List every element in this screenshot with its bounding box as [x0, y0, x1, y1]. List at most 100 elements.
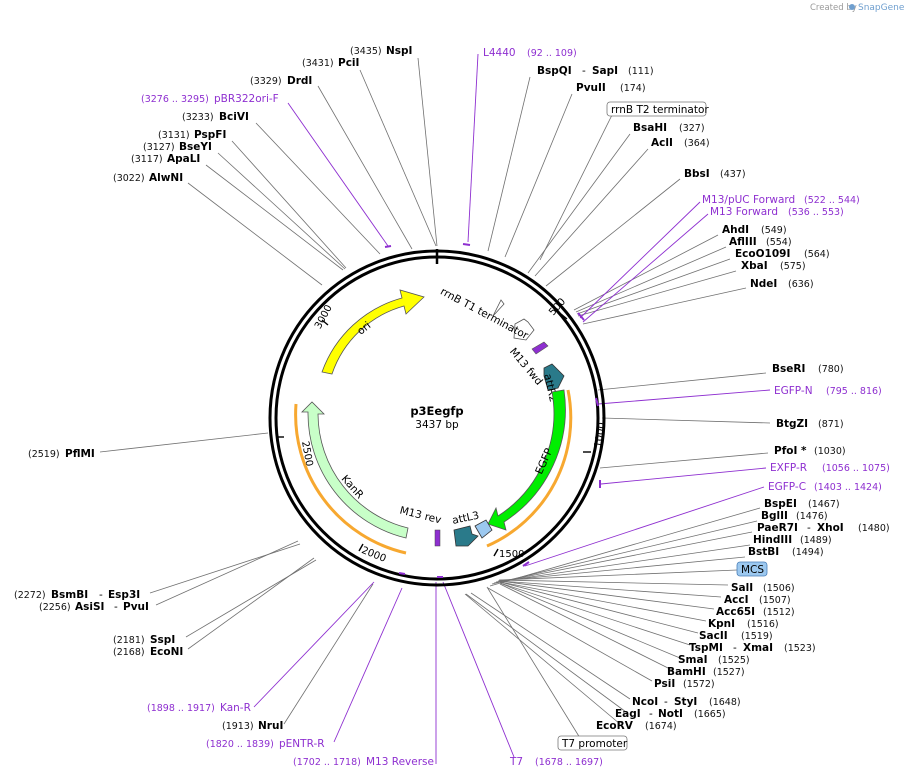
enzyme-xmai[interactable]: XmaI — [743, 642, 773, 654]
enzyme-eagi[interactable]: EagI — [615, 708, 641, 720]
enzyme-btgzi[interactable]: BtgZI — [776, 418, 808, 430]
primer-marks — [384, 243, 601, 578]
primer-t7[interactable]: T7 — [509, 756, 523, 768]
primer-range-kan-r: (1898 .. 1917) — [147, 703, 215, 714]
ori-feature[interactable] — [321, 289, 425, 375]
enzyme-smai[interactable]: SmaI — [678, 654, 708, 666]
enzyme-pflmi[interactable]: PflMI — [65, 448, 95, 460]
enzyme-bglii[interactable]: BglII — [761, 510, 788, 522]
enzyme-pos-smai: (1525) — [718, 655, 750, 666]
enzyme-kpni[interactable]: KpnI — [708, 618, 735, 630]
t7-promoter-label: T7 promoter — [561, 738, 628, 750]
enzyme-dash-ncoi: - — [664, 696, 668, 708]
enzyme-ahdi[interactable]: AhdI — [722, 224, 749, 236]
enzyme-bamhi[interactable]: BamHI — [667, 666, 706, 678]
enzyme-econi[interactable]: EcoNI — [150, 646, 183, 658]
enzyme-asisi[interactable]: AsiSI — [75, 601, 104, 613]
enzyme-bseyi[interactable]: BseYI — [179, 141, 212, 153]
primer-egfp-c[interactable]: EGFP-C — [768, 481, 806, 493]
m13-fwd-mark[interactable] — [531, 341, 549, 355]
attl3-feature[interactable] — [453, 525, 479, 547]
kanr-feature[interactable] — [301, 401, 409, 539]
enzyme-pos-ecoo109i: (564) — [804, 249, 830, 260]
enzyme-pos-pspfi: (3131) — [158, 130, 190, 141]
primer-kan-r[interactable]: Kan-R — [220, 702, 251, 714]
primer-m13-forward[interactable]: M13 Forward — [710, 206, 778, 218]
enzyme-noti[interactable]: NotI — [658, 708, 683, 720]
primer-exfp-r[interactable]: EXFP-R — [770, 462, 807, 474]
enzyme-apali[interactable]: ApaLI — [167, 153, 200, 165]
enzyme-pfoi[interactable]: PfoI * — [774, 445, 807, 457]
enzyme-pos-acli: (364) — [684, 138, 710, 149]
enzyme-acci[interactable]: AccI — [724, 594, 748, 606]
primer-range-m13-reverse: (1702 .. 1718) — [293, 757, 361, 768]
tick-label-3000: 3000 — [313, 303, 335, 331]
enzyme-pos-bsahi: (327) — [679, 123, 705, 134]
m13-rev-mark[interactable] — [434, 529, 441, 547]
enzyme-sali[interactable]: SalI — [731, 582, 753, 594]
enzyme-pos-apali: (3117) — [131, 154, 163, 165]
enzyme-paer7i[interactable]: PaeR7I — [757, 522, 798, 534]
rrnb-t1-arrow-icon[interactable] — [513, 318, 535, 341]
enzyme-pos-bspqi: (111) — [628, 66, 654, 77]
enzyme-afliii[interactable]: AflIII — [729, 236, 757, 248]
enzyme-bspei[interactable]: BspEI — [764, 498, 797, 510]
primer-m13-reverse[interactable]: M13 Reverse — [366, 756, 434, 768]
enzyme-bsmbi[interactable]: BsmBI — [51, 589, 88, 601]
enzyme-dash-bspqi: - — [582, 65, 586, 77]
enzyme-sacii[interactable]: SacII — [699, 630, 728, 642]
mcs-box[interactable] — [736, 561, 768, 577]
enzyme-sapi[interactable]: SapI — [592, 65, 618, 77]
mcs-feature[interactable] — [474, 519, 493, 539]
enzyme-drdi[interactable]: DrdI — [287, 75, 312, 87]
enzyme-styi[interactable]: StyI — [674, 696, 697, 708]
primer-l4440[interactable]: L4440 — [483, 47, 516, 59]
enzyme-pcii[interactable]: PciI — [338, 57, 359, 69]
enzyme-sspi[interactable]: SspI — [150, 634, 175, 646]
attr2-feature[interactable] — [543, 363, 565, 391]
enzyme-acli[interactable]: AclI — [651, 137, 673, 149]
primer-pbr322ori-f[interactable]: pBR322ori-F — [214, 93, 279, 105]
enzyme-tspmi[interactable]: TspMI — [689, 642, 723, 654]
enzyme-pvuii[interactable]: PvuII — [576, 82, 606, 94]
egfp-feature[interactable] — [487, 389, 566, 531]
enzyme-bstbi[interactable]: BstBI — [748, 546, 779, 558]
enzyme-nrui[interactable]: NruI — [258, 720, 283, 732]
enzyme-ndei[interactable]: NdeI — [750, 278, 777, 290]
site-connectors — [99, 57, 771, 739]
enzyme-bcivi[interactable]: BciVI — [219, 111, 249, 123]
enzyme-xbai[interactable]: XbaI — [741, 260, 768, 272]
primer-m13-puc-forward[interactable]: M13/pUC Forward — [702, 194, 795, 206]
enzyme-bsahi[interactable]: BsaHI — [633, 122, 667, 134]
enzyme-ecoo109i[interactable]: EcoO109I — [735, 248, 790, 260]
enzyme-ecorv[interactable]: EcoRV — [596, 720, 634, 732]
enzyme-pos-xbai: (575) — [780, 261, 806, 272]
enzyme-esp3i[interactable]: Esp3I — [108, 589, 140, 601]
enzyme-bspqi[interactable]: BspQI — [537, 65, 572, 77]
enzyme-alwni[interactable]: AlwNI — [149, 172, 183, 184]
enzyme-pvui[interactable]: PvuI — [123, 601, 149, 613]
rrnb-t2-connector — [539, 114, 613, 261]
enzyme-ncoi[interactable]: NcoI — [632, 696, 658, 708]
enzyme-pspfi[interactable]: PspFI — [194, 129, 226, 141]
enzyme-bseri[interactable]: BseRI — [772, 363, 805, 375]
m13-rev-label: M13 rev — [398, 504, 442, 526]
primer-range-egfp-c: (1403 .. 1424) — [814, 482, 882, 493]
enzyme-hindiii[interactable]: HindIII — [753, 534, 792, 546]
enzyme-xhoi[interactable]: XhoI — [817, 522, 844, 534]
primer-egfp-n[interactable]: EGFP-N — [774, 385, 813, 397]
rrnb-t2-box[interactable] — [606, 101, 707, 117]
primer-pentr-r[interactable]: pENTR-R — [279, 738, 325, 750]
rrnb-t2-arrow-icon[interactable] — [492, 299, 505, 317]
enzyme-acc65i[interactable]: Acc65I — [716, 606, 755, 618]
plasmid-name: p3Eegfp — [410, 404, 463, 418]
enzyme-pos-acc65i: (1512) — [763, 607, 795, 618]
primer-connectors — [253, 53, 771, 764]
enzyme-dash-paer7i: - — [807, 522, 811, 534]
enzyme-psii[interactable]: PsiI — [654, 678, 675, 690]
enzyme-dash-bsmbi: - — [99, 589, 103, 601]
t7-promoter-box[interactable] — [557, 735, 628, 751]
enzyme-bbsi[interactable]: BbsI — [684, 168, 710, 180]
enzyme-pos-ecorv: (1674) — [645, 721, 677, 732]
enzyme-nspi[interactable]: NspI — [386, 45, 412, 57]
